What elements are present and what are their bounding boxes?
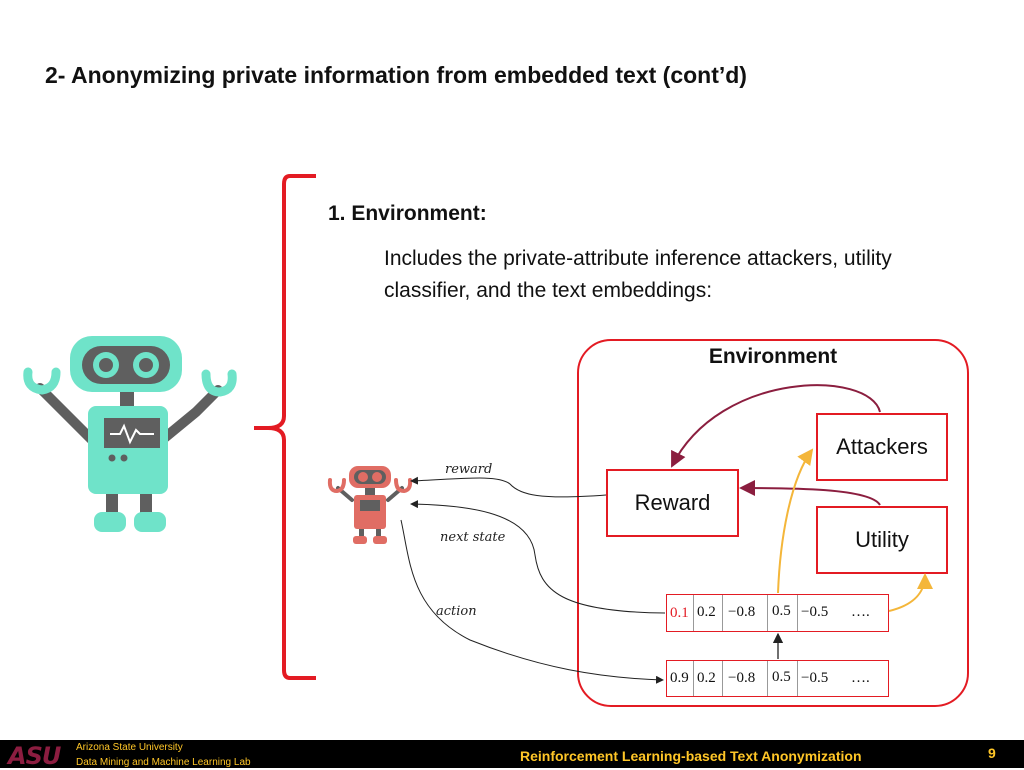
utility-label: Utility [855,527,909,552]
footer-university: Arizona State University [76,742,183,753]
embedding-row-next [666,660,889,697]
footer-bar [0,740,1024,768]
environment-title: Environment [708,345,838,368]
embedding-value: −0.8 [728,604,756,620]
footer-lab: Data Mining and Machine Learning Lab [76,757,251,768]
embedding-value: 0.5 [772,669,791,685]
reward-box: Reward [606,469,739,537]
reward-edge-label: reward [445,462,493,477]
embedding-value: …. [851,670,870,686]
embedding-value: 0.5 [772,603,791,619]
embedding-value: …. [851,604,870,620]
environment-container [577,339,969,707]
embedding-value: 0.1 [670,605,689,621]
section-heading: 1. Environment: [328,202,487,225]
embedding-value: −0.5 [801,670,829,686]
embedding-value: −0.5 [801,604,829,620]
reward-label: Reward [634,490,711,515]
footer-course-title: Reinforcement Learning-based Text Anonym… [520,748,862,764]
action-edge-label: action [436,604,477,619]
attackers-label: Attackers [836,434,928,459]
section-body: Includes the private-attribute inference… [384,247,892,302]
embedding-row-current [666,594,889,632]
embedding-value: 0.9 [670,670,689,686]
embedding-value: −0.8 [728,670,756,686]
asu-logo: ASU [8,742,61,770]
embedding-value: 0.2 [697,670,716,686]
slide-title: 2- Anonymizing private information from … [45,62,747,88]
utility-box: Utility [816,506,948,574]
next-state-edge-label: next state [440,530,506,545]
embedding-value: 0.2 [697,604,716,620]
attackers-box: Attackers [816,413,948,481]
page-number: 9 [988,745,996,761]
